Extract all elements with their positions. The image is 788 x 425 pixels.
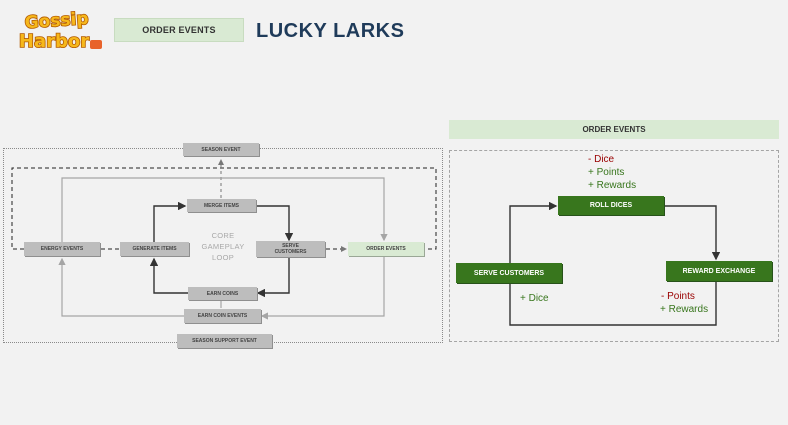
merge-items-box: MERGE ITEMS [187,199,256,212]
order-events-frame [449,150,779,342]
serve-note: + Dice [520,293,549,304]
page-title: LUCKY LARKS [256,19,405,42]
gossip-harbor-logo: Gossip Harbor [10,4,104,56]
exchange-notes: - Points + Rewards [660,290,708,316]
core-label-line1: CORE [211,231,235,240]
order-events-header: ORDER EVENTS [449,120,779,139]
core-gameplay-loop-label: CORE GAMEPLAY LOOP [190,230,256,264]
order-events-box: ORDER EVENTS [348,242,424,256]
season-event-box: SEASON EVENT [183,143,259,156]
logo-line2: Harbor [19,31,89,52]
roll-dices-box: ROLL DICES [558,196,664,215]
note-plus-rewards: + Rewards [588,180,637,191]
order-events-tag: ORDER EVENTS [114,18,244,42]
earn-coins-box: EARN COINS [188,287,257,300]
energy-events-box: ENERGY EVENTS [24,242,100,256]
earn-coin-events-box: EARN COIN EVENTS [184,309,261,323]
season-support-event-box: SEASON SUPPORT EVENT [177,334,272,348]
core-label-line2: GAMEPLAY [201,242,245,251]
note-minus-points: - Points [661,291,695,302]
note-plus-rewards-2: + Rewards [660,304,709,315]
roll-notes: - Dice + Points + Rewards [588,153,636,192]
generate-items-box: GENERATE ITEMS [120,242,189,256]
serve-customers-box: SERVE CUSTOMERS [256,241,325,257]
logo-line1: Gossip [24,9,89,33]
note-plus-points: + Points [588,167,625,178]
serve-customers-order-box: SERVE CUSTOMERS [456,263,562,283]
serve-customers-label: SERVE CUSTOMERS [274,243,307,255]
core-label-line3: LOOP [211,253,235,262]
note-minus-dice: - Dice [588,154,615,165]
reward-exchange-box: REWARD EXCHANGE [666,261,772,281]
